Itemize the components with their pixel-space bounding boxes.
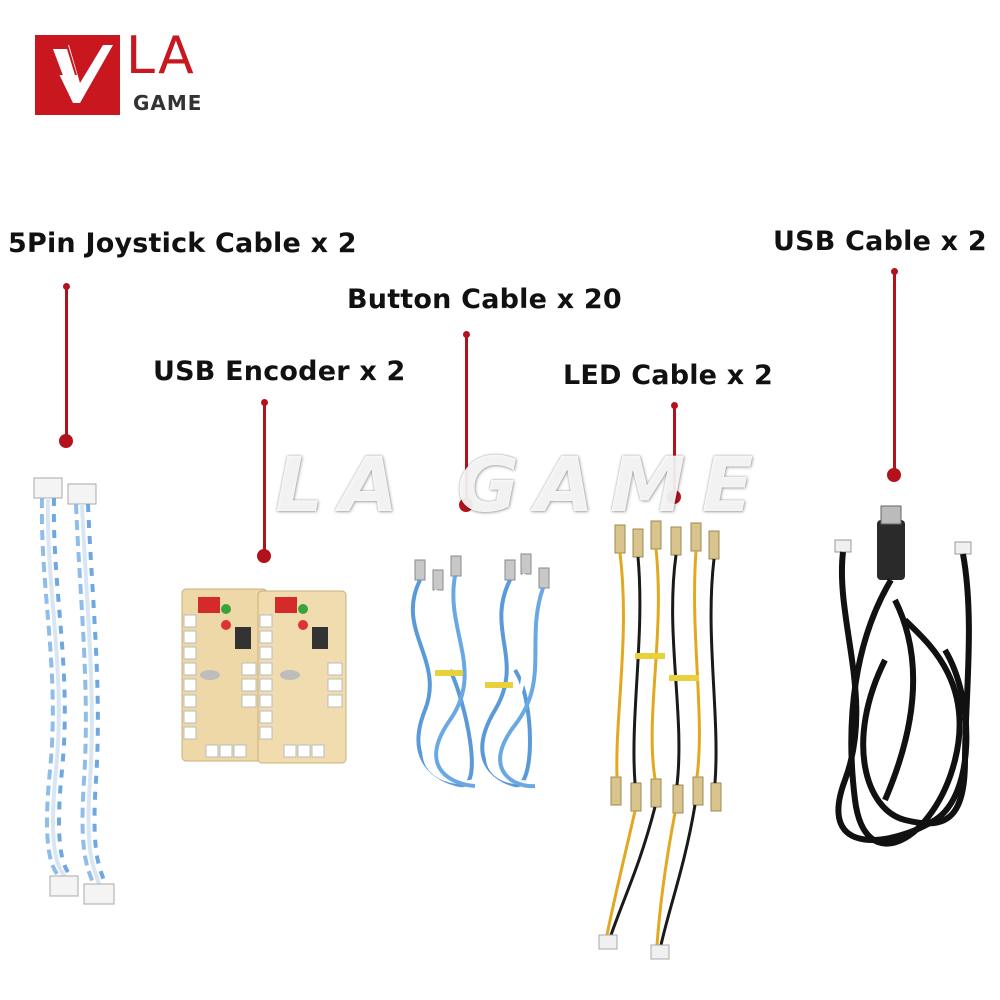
leader-end-dot: [459, 498, 473, 512]
label-button-cable: Button Cable x 20: [347, 284, 622, 315]
leader-end-dot: [59, 434, 73, 448]
leader-top-dot: [671, 402, 678, 409]
brand-logo-icon: [35, 35, 120, 115]
button-cable-icon: [410, 553, 550, 789]
leader-top-dot: [261, 399, 268, 406]
led-cable-icon: [598, 520, 722, 960]
leader-top-dot: [63, 283, 70, 290]
leader-end-dot: [667, 490, 681, 504]
leader-top-dot: [463, 331, 470, 338]
usb-encoder-icon: [181, 588, 347, 764]
brand-subtext: GAME: [133, 91, 203, 115]
brand-name: LA: [126, 26, 196, 86]
usb-cable-icon: [834, 505, 972, 847]
label-joystick-cable: 5Pin Joystick Cable x 2: [8, 228, 357, 259]
label-usb-encoder: USB Encoder x 2: [153, 356, 406, 387]
joystick-cable-icon: [33, 477, 115, 905]
leader-top-dot: [891, 268, 898, 275]
leader-line: [263, 404, 266, 554]
label-usb-cable: USB Cable x 2: [773, 226, 987, 257]
watermark: LA GAME: [275, 440, 770, 529]
leader-end-dot: [257, 549, 271, 563]
leader-end-dot: [887, 468, 901, 482]
label-led-cable: LED Cable x 2: [563, 360, 773, 391]
leader-line: [673, 407, 676, 495]
leader-line: [65, 288, 68, 438]
leader-line: [465, 336, 468, 501]
leader-line: [893, 273, 896, 473]
